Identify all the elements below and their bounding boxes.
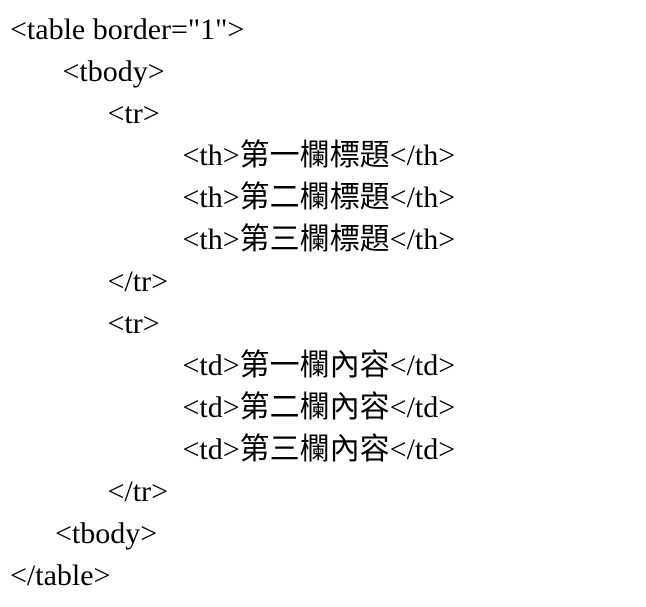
code-line: </table> [10, 559, 111, 592]
code-line: </tr> [10, 265, 169, 298]
code-line: <td>第二欄內容</td> [10, 391, 456, 424]
code-line: <table border="1"> [10, 13, 245, 46]
code-line: <tbody> [10, 517, 158, 550]
code-line: <th>第二欄標題</th> [10, 181, 456, 214]
code-line: <th>第三欄標題</th> [10, 223, 456, 256]
code-line: <tr> [10, 307, 160, 340]
code-line: <th>第一欄標題</th> [10, 139, 456, 172]
code-line: <tbody> [10, 55, 165, 88]
code-line: <tr> [10, 97, 160, 130]
code-line: </tr> [10, 475, 169, 508]
code-line: <td>第三欄內容</td> [10, 433, 456, 466]
code-line: <td>第一欄內容</td> [10, 349, 456, 382]
